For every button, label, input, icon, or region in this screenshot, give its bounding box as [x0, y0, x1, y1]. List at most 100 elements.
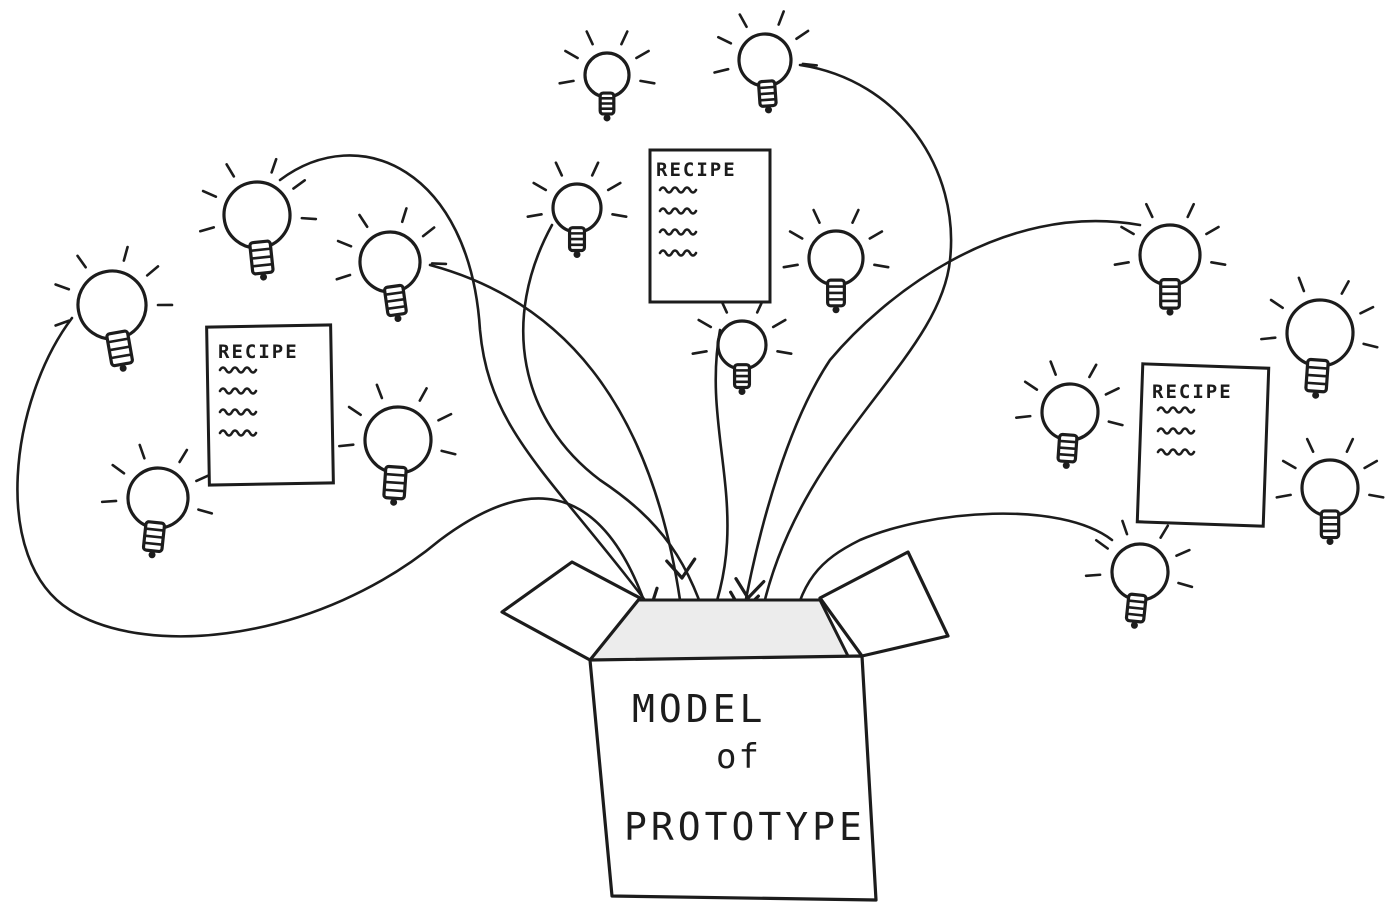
recipe-card-left-lines [218, 366, 258, 437]
light-ray [195, 473, 211, 483]
bulb-glass [737, 32, 793, 88]
bulb-thread [1126, 599, 1147, 604]
light-ray [197, 508, 214, 515]
light-bulb-icon [335, 207, 448, 323]
light-ray [1260, 336, 1277, 341]
curve-bulb-right-top [740, 219, 1142, 622]
bulb-thread [383, 290, 405, 297]
light-ray [1175, 548, 1191, 558]
light-ray [201, 189, 218, 198]
light-ray [1104, 387, 1120, 396]
bulb-thread [758, 97, 778, 102]
light-ray [1084, 573, 1102, 578]
bulb-tip [394, 315, 402, 323]
light-ray [635, 49, 650, 60]
recipe-text-squiggle [1156, 406, 1196, 414]
light-ray [868, 230, 884, 240]
recipe-card-center: RECIPE [648, 148, 772, 304]
bulb-thread [249, 247, 273, 253]
bulb-thread [106, 337, 130, 344]
light-ray [178, 448, 189, 464]
light-ray [776, 349, 793, 356]
bulb-thread [385, 304, 407, 311]
bulb-tip [1062, 461, 1070, 469]
curve-bulb-left-far [16, 316, 650, 638]
bulb-thread [1305, 373, 1329, 378]
curve-bulb-right-bottom [788, 512, 1114, 642]
light-ray [225, 163, 236, 178]
light-ray [1297, 276, 1306, 293]
bulb-thread [757, 85, 777, 90]
light-bulb-icon [338, 383, 457, 506]
light-ray [585, 30, 594, 46]
light-ray [697, 318, 713, 329]
light-ray [558, 79, 575, 85]
light-ray [782, 263, 799, 269]
bulb-tip [390, 498, 398, 506]
light-ray [738, 13, 748, 29]
light-bulb-icon [1275, 437, 1385, 546]
bulb-thread [1057, 439, 1078, 444]
recipe-card-right-title: RECIPE [1152, 381, 1233, 403]
light-bulb-icon [54, 245, 174, 372]
light-ray [1269, 298, 1284, 310]
light-bulb-icon [1260, 276, 1379, 399]
light-ray [347, 405, 362, 417]
bulb-tip [1326, 538, 1334, 546]
bulb-glass [1138, 223, 1202, 287]
bulb-glass [1285, 298, 1355, 368]
light-bulb-icon [1014, 360, 1124, 469]
light-ray [418, 387, 428, 402]
box-flap-right [818, 550, 950, 658]
recipe-text-squiggle [218, 408, 258, 416]
light-ray [1210, 260, 1227, 267]
light-ray [1362, 342, 1379, 349]
recipe-text-squiggle [218, 429, 258, 437]
bulb-thread [758, 91, 777, 96]
light-ray [1340, 280, 1350, 295]
light-ray [611, 213, 628, 218]
bulb-thread [1057, 452, 1077, 457]
light-ray [1368, 493, 1385, 499]
light-ray [1186, 202, 1195, 219]
curve-bulb-top-center [760, 63, 953, 614]
light-ray [526, 213, 543, 218]
light-ray [620, 30, 629, 46]
light-ray [122, 245, 129, 262]
light-bulb-icon [526, 161, 628, 258]
bulb-thread [1057, 446, 1078, 451]
recipe-card-center-sheet [648, 148, 772, 304]
light-ray [554, 161, 564, 177]
light-ray [564, 49, 579, 60]
light-ray [713, 67, 730, 74]
bulb-glass [222, 180, 292, 250]
bulb-thread [383, 480, 407, 485]
recipe-card-right-lines [1156, 406, 1196, 456]
bulb-thread [1306, 365, 1330, 370]
light-ray [336, 239, 353, 248]
bulb-tip [119, 364, 127, 372]
arrowhead [734, 577, 766, 600]
light-ray [100, 499, 118, 504]
light-ray [375, 383, 384, 400]
bulb-thread [382, 488, 406, 493]
light-bulb-icon [782, 208, 890, 314]
bulb-tip [1312, 391, 1320, 399]
light-ray [156, 303, 174, 307]
light-ray [1023, 380, 1039, 391]
bulb-tip [573, 250, 581, 258]
light-ray [1345, 437, 1355, 454]
bulb-glass [126, 466, 190, 530]
box-front [588, 654, 878, 902]
bulb-thread [109, 353, 133, 360]
light-ray [437, 412, 453, 422]
recipe-card-right: RECIPE [1135, 362, 1271, 528]
recipe-text-squiggle [1156, 427, 1196, 435]
recipe-text-squiggle [658, 228, 698, 236]
light-bulb-icon [558, 30, 656, 122]
recipe-card-center-lines [658, 186, 698, 257]
light-bulb-icon [1084, 519, 1194, 629]
light-ray [292, 179, 307, 190]
light-ray [691, 349, 708, 356]
